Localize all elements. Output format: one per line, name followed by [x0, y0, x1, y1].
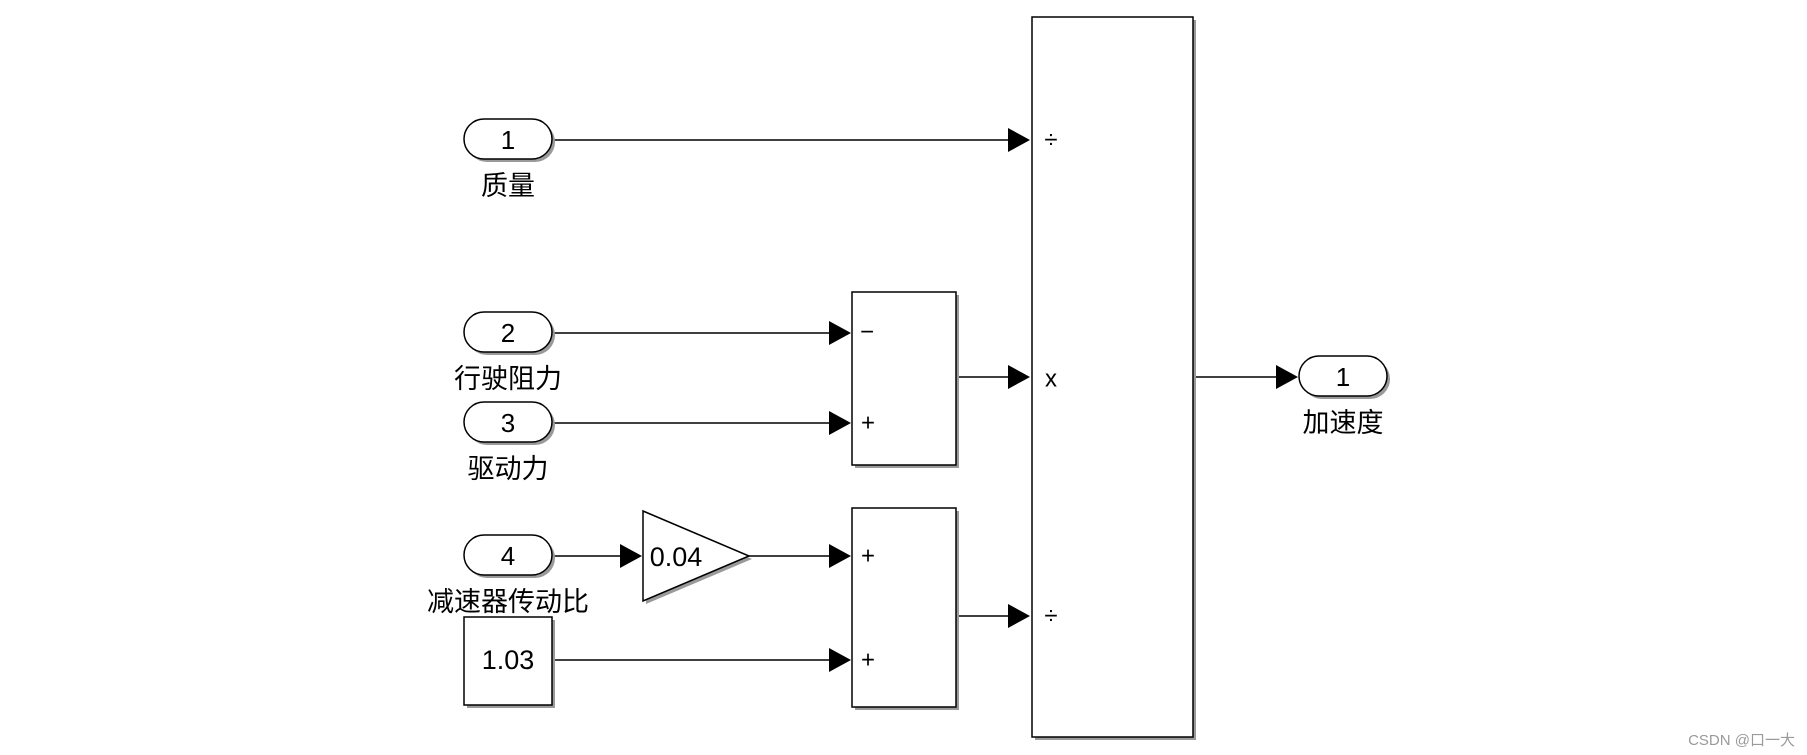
inport-number: 1 — [501, 125, 515, 155]
gain-block[interactable]: 0.04 — [642, 509, 752, 604]
outport-number: 1 — [1336, 362, 1350, 392]
arrowhead — [1008, 365, 1030, 389]
wires — [554, 128, 1298, 672]
inport-label: 减速器传动比 — [427, 587, 589, 618]
sum-block-bottom[interactable]: + + — [851, 507, 959, 710]
constant-value: 1.03 — [482, 645, 535, 675]
arrowhead — [829, 648, 851, 672]
sum-input-sign: + — [861, 647, 875, 674]
constant-block[interactable]: 1.03 — [463, 616, 555, 708]
outport-label: 加速度 — [1303, 408, 1384, 439]
inport-label: 驱动力 — [468, 454, 549, 485]
inport-3[interactable]: 3 驱动力 — [463, 401, 555, 485]
inport-number: 4 — [501, 541, 515, 571]
inport-label: 质量 — [481, 171, 535, 202]
sum-input-sign: + — [861, 410, 875, 437]
inport-2[interactable]: 2 行驶阻力 — [454, 311, 562, 395]
arrowhead — [1008, 128, 1030, 152]
sum-input-sign: + — [861, 543, 875, 570]
inport-label: 行驶阻力 — [454, 364, 562, 395]
arrowhead — [1276, 365, 1298, 389]
sum-input-sign: − — [860, 319, 874, 346]
inport-number: 2 — [501, 318, 515, 348]
outport-1[interactable]: 1 加速度 — [1298, 355, 1390, 439]
arrowhead — [620, 544, 642, 568]
gain-value: 0.04 — [650, 542, 703, 572]
product-input-sign: x — [1045, 366, 1057, 393]
arrowhead — [1008, 604, 1030, 628]
arrowhead — [829, 321, 851, 345]
product-block[interactable]: ÷ x ÷ — [1031, 16, 1196, 740]
product-input-sign: ÷ — [1044, 603, 1057, 630]
inport-number: 3 — [501, 408, 515, 438]
inport-4[interactable]: 4 减速器传动比 — [427, 534, 589, 618]
watermark-text: CSDN @口一大 — [1688, 732, 1795, 749]
product-input-sign: ÷ — [1044, 127, 1057, 154]
arrowhead — [829, 411, 851, 435]
sum-block-top[interactable]: − + — [851, 291, 959, 468]
inport-1[interactable]: 1 质量 — [463, 118, 555, 202]
arrowhead — [829, 544, 851, 568]
